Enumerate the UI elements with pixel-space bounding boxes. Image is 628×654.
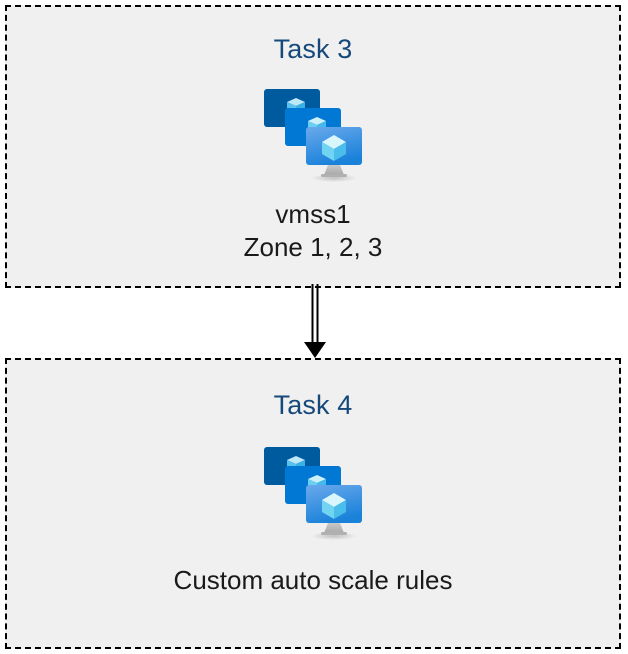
task-node-task-4[interactable]: Task 4 [5, 358, 621, 649]
task-3-title: Task 3 [273, 34, 353, 64]
task-4-caption: Custom auto scale rules [173, 565, 453, 595]
connector-arrow-task3-to-task4 [304, 284, 326, 358]
azure-vm-scale-set-icon [264, 89, 362, 182]
task-3-caption: vmss1 Zone 1, 2, 3 [243, 199, 383, 262]
azure-vm-scale-set-icon [264, 447, 362, 540]
task-4-title: Task 4 [273, 390, 353, 420]
task-node-task-3[interactable]: Task 3 [5, 5, 621, 288]
